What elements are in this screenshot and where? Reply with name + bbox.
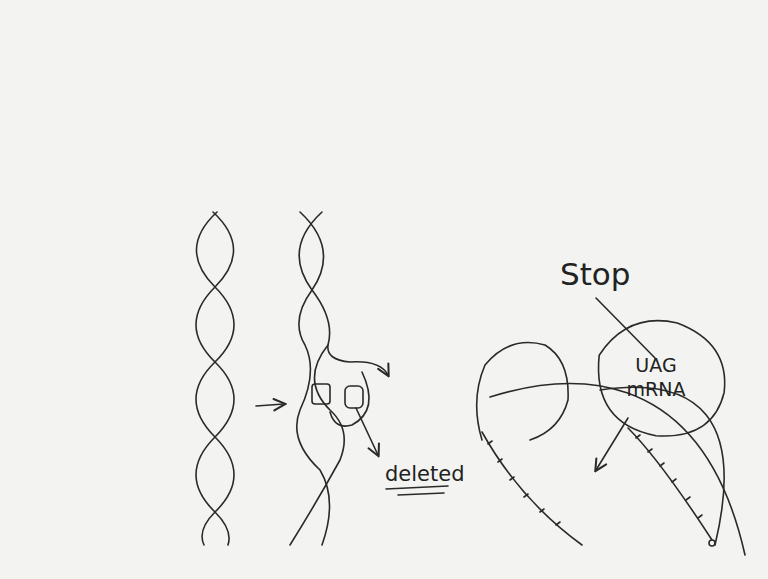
node-text: mRNA	[627, 378, 686, 400]
underline	[386, 486, 448, 495]
mrna-strand	[490, 384, 745, 555]
ribosome-circle	[477, 343, 568, 441]
mrna-strand	[600, 387, 724, 545]
polypeptide	[482, 428, 715, 546]
arrow	[256, 404, 284, 406]
ribosome-node: UAGmRNA	[585, 318, 727, 442]
arrow	[596, 418, 628, 470]
dna-helix-loop	[290, 212, 388, 545]
dna-helix	[196, 212, 234, 545]
leader-line	[596, 298, 655, 358]
handwritten-label: deleted	[385, 462, 465, 486]
handwritten-label: Stop	[560, 256, 630, 292]
node-text: UAG	[635, 354, 676, 376]
